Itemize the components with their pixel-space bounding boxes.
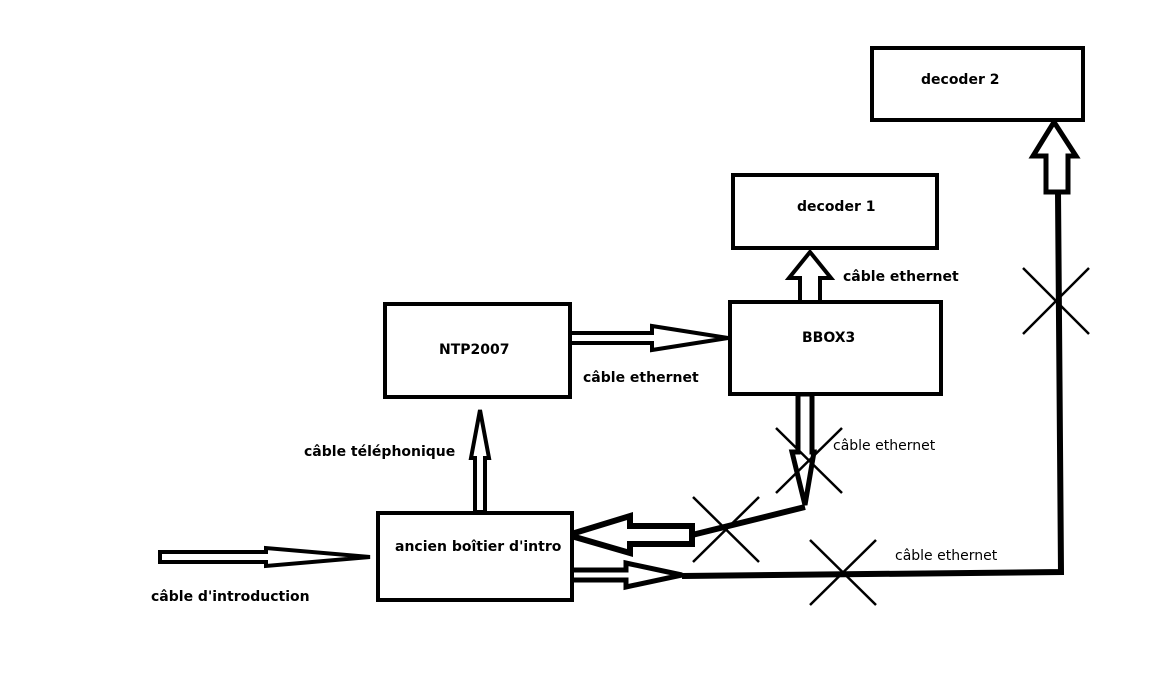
node-bbox3-label: BBOX3 <box>802 330 856 346</box>
ntp-bbox-arrow <box>568 323 729 353</box>
phone-cable-arrow <box>468 409 492 514</box>
cross-mark-bottom-line <box>809 539 877 606</box>
label-phone-cable: câble téléphonique <box>304 444 456 460</box>
cross-mark-boitier-link <box>692 496 760 563</box>
label-boitier-decoder2-cable: câble ethernet <box>895 548 998 564</box>
label-ntp-bbox-cable: câble ethernet <box>583 370 699 386</box>
cross-mark-vertical-line <box>1022 267 1090 335</box>
bbox-boitier-cable-diagonal <box>691 504 806 538</box>
bbox-boitier-cable-down <box>788 391 817 506</box>
node-decoder2-label: decoder 2 <box>921 72 1000 88</box>
node-ancien-boitier-label: ancien boîtier d'intro <box>395 539 562 555</box>
node-decoder1-label: decoder 1 <box>797 199 876 215</box>
label-bbox-boitier-cable: câble ethernet <box>833 438 936 454</box>
label-bbox-decoder1-cable: câble ethernet <box>843 269 959 285</box>
label-intro-cable: câble d'introduction <box>151 589 310 605</box>
boitier-decoder2-line <box>681 191 1065 579</box>
cross-mark-bbox-link <box>775 427 843 494</box>
node-decoder1 <box>731 173 939 250</box>
intro-cable-arrow <box>158 545 371 569</box>
node-ancien-boitier <box>376 511 574 602</box>
node-ntp2007-label: NTP2007 <box>439 342 510 358</box>
bbox-decoder1-arrow <box>784 248 836 304</box>
node-ntp2007 <box>383 302 572 399</box>
decoder2-arrowhead <box>1028 117 1081 195</box>
bbox-boitier-arrowhead <box>557 511 695 557</box>
boitier-decoder2-arrow <box>567 559 683 591</box>
node-decoder2 <box>870 46 1085 122</box>
node-bbox3 <box>728 300 943 396</box>
